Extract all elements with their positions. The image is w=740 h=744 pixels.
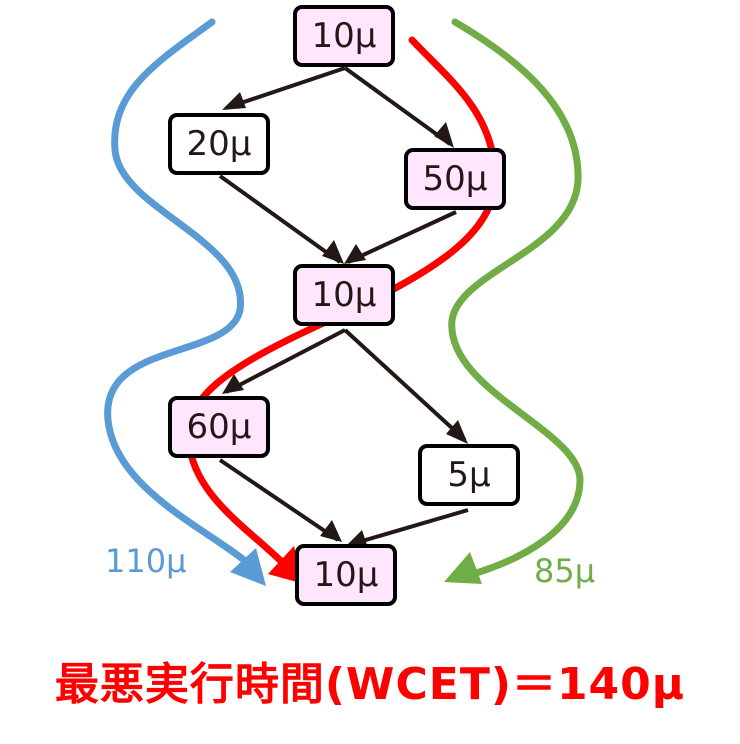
green-path-label: 85μ bbox=[534, 552, 596, 590]
arrowhead bbox=[446, 420, 468, 444]
node-label: 5μ bbox=[447, 455, 491, 495]
arrowhead bbox=[322, 240, 344, 264]
task-node: 50μ bbox=[404, 148, 506, 210]
blue-arrowhead bbox=[230, 548, 266, 586]
node-label: 60μ bbox=[186, 407, 252, 447]
edge bbox=[351, 508, 469, 546]
edge bbox=[343, 328, 467, 442]
wcet-title: 最悪実行時間(WCET)＝140μ bbox=[54, 659, 686, 710]
edge bbox=[225, 328, 346, 394]
arrowhead bbox=[320, 520, 342, 542]
arrowhead bbox=[344, 244, 366, 264]
edge bbox=[218, 174, 342, 264]
edge bbox=[343, 66, 452, 146]
task-node: 10μ bbox=[293, 264, 395, 326]
node-label: 10μ bbox=[311, 16, 377, 56]
arrowhead bbox=[434, 122, 454, 148]
edge bbox=[347, 210, 457, 264]
task-node: 20μ bbox=[168, 113, 270, 175]
task-node: 5μ bbox=[418, 444, 520, 506]
green-path bbox=[448, 18, 584, 579]
task-node: 10μ bbox=[293, 5, 395, 67]
arrowhead bbox=[346, 530, 368, 548]
arrowhead bbox=[222, 374, 244, 394]
node-label: 10μ bbox=[313, 555, 379, 595]
edge bbox=[218, 458, 340, 542]
blue-path-label: 110μ bbox=[105, 542, 187, 580]
task-node: 10μ bbox=[295, 544, 397, 606]
green-arrowhead bbox=[444, 552, 482, 584]
node-label: 50μ bbox=[422, 159, 488, 199]
edge bbox=[225, 66, 346, 110]
arrowhead bbox=[222, 92, 246, 110]
blue-path bbox=[104, 18, 254, 569]
node-label: 10μ bbox=[311, 275, 377, 315]
task-node: 60μ bbox=[168, 396, 270, 458]
node-label: 20μ bbox=[186, 124, 252, 164]
